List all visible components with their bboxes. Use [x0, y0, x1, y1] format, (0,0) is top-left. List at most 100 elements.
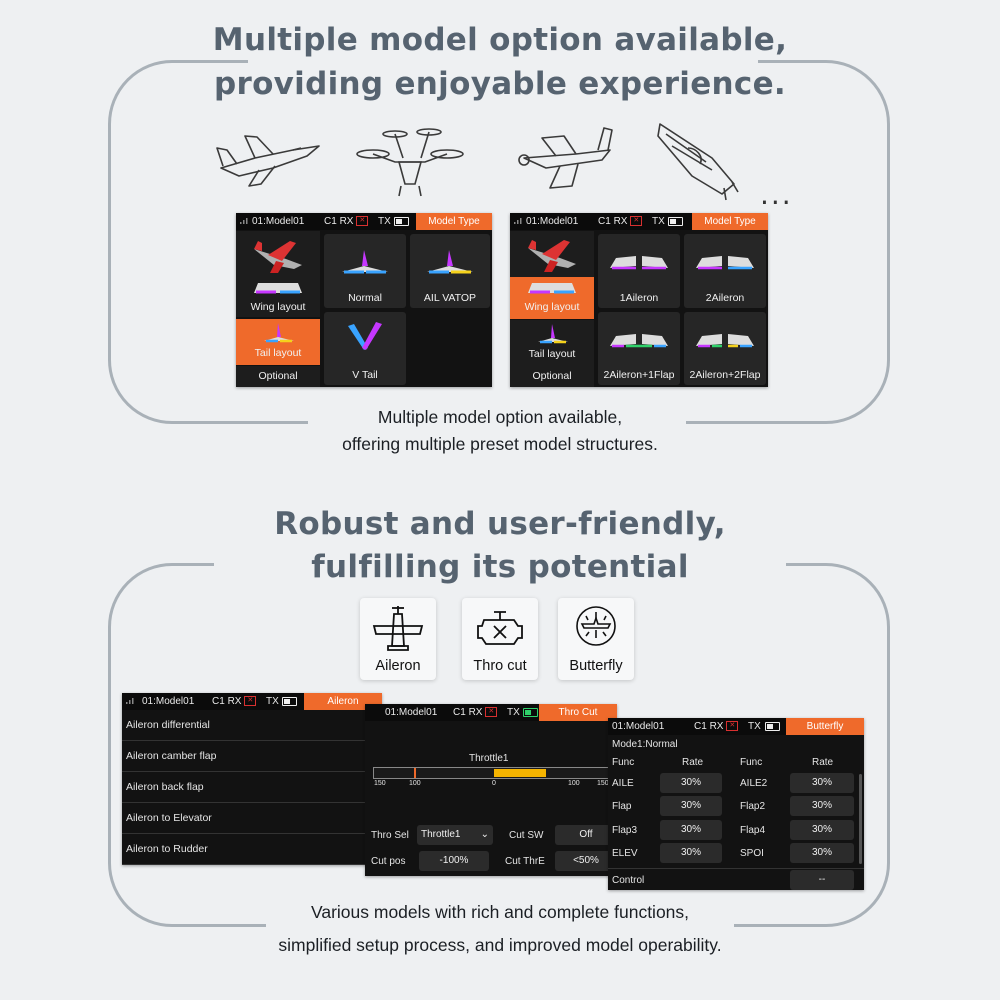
rate-field[interactable]: 30% [660, 773, 722, 793]
3d-plane-icon [518, 127, 613, 189]
boat-icon [657, 123, 739, 201]
section1-caption-1: Multiple model option available, [377, 407, 623, 427]
tick-label: 100 [568, 780, 580, 787]
rate-field[interactable]: 30% [790, 843, 854, 863]
tick-label: 100 [409, 780, 421, 787]
ail-vatop-tail-icon [427, 250, 473, 274]
tick-label: 150 [597, 780, 609, 787]
scrollbar[interactable] [859, 774, 862, 864]
cut-pos-value[interactable]: -100% [419, 851, 489, 871]
menu-item-aileron-back-flap[interactable]: Aileron back flap [122, 772, 382, 803]
jet-icon [216, 135, 320, 187]
wing-icon [528, 283, 576, 294]
func-label: AILE [612, 778, 634, 789]
section1-headline-1: Multiple model option available, [212, 22, 788, 58]
rate-field[interactable]: 30% [660, 820, 722, 840]
model-name: 01:Model01 [612, 721, 665, 732]
butterfly-screen: 01:Model01 C1 RX ✕ TX Butterfly Mode1:No… [608, 718, 864, 890]
wing-option-2aileron[interactable]: 2Aileron [684, 234, 766, 308]
v-tail-icon [348, 322, 382, 350]
model-type-screen-wing: 01:Model01 C1 RX ✕ TX Model Type Wing la… [510, 213, 768, 387]
rx-warning-icon: ✕ [726, 721, 739, 732]
cut-sw-label: Cut SW [509, 830, 544, 841]
tail-option-ail-vatop[interactable]: AIL VATOP [410, 234, 490, 308]
func-label: Flap4 [740, 825, 766, 836]
battery-icon [523, 708, 538, 717]
menu-item-aileron-to-rudder[interactable]: Aileron to Rudder [122, 834, 382, 865]
wing-icon [254, 283, 302, 294]
rate-field[interactable]: 30% [790, 820, 854, 840]
section2-headline-1: Robust and user-friendly, [274, 506, 726, 542]
menu-item-aileron-differential[interactable]: Aileron differential [122, 710, 382, 741]
butterfly-icon [576, 606, 616, 646]
func-label: SPOI [740, 848, 764, 859]
wing-option-1aileron[interactable]: 1Aileron [598, 234, 680, 308]
2aileron-2flap-wing-icon [696, 334, 754, 348]
throttle-bar-label: Throttle1 [469, 753, 509, 764]
divider [608, 868, 864, 869]
rx-warning-icon: ✕ [630, 216, 643, 227]
func-label: Flap [612, 801, 632, 812]
model-name: 01:Model01 [526, 216, 579, 227]
control-label: Control [612, 875, 645, 886]
wing-layout-tab-selected[interactable]: Wing layout [510, 277, 594, 319]
throttle-bar [373, 767, 611, 779]
thro-sel-label: Thro Sel [371, 830, 409, 841]
aileron-screen: 01:Model01 C1 RX ✕ TX Aileron Aileron di… [122, 693, 382, 865]
section2-caption-1: Various models with rich and complete fu… [310, 902, 690, 922]
2aileron-1flap-wing-icon [610, 334, 668, 348]
control-value[interactable]: -- [790, 870, 854, 890]
wing-option-2aileron-2flap[interactable]: 2Aileron+2Flap [684, 312, 766, 385]
more-models-indicator: ... [760, 178, 793, 211]
model-name: 01:Model01 [385, 707, 438, 718]
model-name: 01:Model01 [252, 216, 305, 227]
tail-icon [538, 324, 568, 344]
screen-title: Aileron [304, 693, 382, 710]
tick-label: 150 [374, 780, 386, 787]
screen-title: Thro Cut [539, 704, 617, 721]
tail-layout-tab[interactable]: Tail layout [236, 319, 320, 365]
cut-sw-value[interactable]: Off [555, 825, 617, 845]
func-label: Flap3 [612, 825, 638, 836]
model-type-screen-tail: 01:Model01 C1 RX ✕ TX Model Type Wing la… [236, 213, 492, 387]
rate-field[interactable]: 30% [790, 773, 854, 793]
thro-sel-dropdown[interactable]: Throttle1 ⌄ [417, 825, 493, 845]
tail-layout-tab[interactable]: Tail layout [510, 320, 594, 366]
wing-layout-tab[interactable] [510, 231, 594, 277]
optional-tab[interactable]: Optional [236, 366, 320, 387]
menu-item-aileron-camber-flap[interactable]: Aileron camber flap [122, 741, 382, 772]
cut-thre-value[interactable]: <50% [555, 851, 617, 871]
screen-title: Model Type [692, 213, 768, 230]
tail-option-normal[interactable]: Normal [324, 234, 406, 308]
thro-cut-screen: 01:Model01 C1 RX ✕ TX Thro Cut Throttle1… [365, 704, 617, 876]
tx-label: TX [378, 216, 391, 227]
optional-tab[interactable]: Optional [510, 366, 594, 387]
rx-warning-icon: ✕ [356, 216, 369, 227]
drone-icon [356, 128, 464, 197]
signal-icon [126, 698, 134, 704]
header-rate-2: Rate [812, 757, 834, 768]
header-rate-1: Rate [682, 757, 704, 768]
feature-butterfly: Butterfly [558, 598, 634, 680]
section2-headline-2: fulfilling its potential [311, 549, 689, 585]
screen-title: Model Type [416, 213, 492, 230]
section2-caption-2: simplified setup process, and improved m… [278, 935, 722, 955]
menu-item-aileron-to-elevator[interactable]: Aileron to Elevator [122, 803, 382, 834]
signal-icon [514, 218, 522, 224]
rate-field[interactable]: 30% [660, 843, 722, 863]
header-func-2: Func [740, 757, 763, 768]
throttle-fill [494, 769, 546, 777]
rx-warning-icon: ✕ [244, 696, 257, 707]
signal-icon [240, 218, 248, 224]
rate-field[interactable]: 30% [660, 796, 722, 816]
section1-frame [108, 60, 890, 424]
tx-label: TX [507, 707, 520, 718]
rate-field[interactable]: 30% [790, 796, 854, 816]
wing-layout-tab[interactable]: Wing layout [236, 231, 320, 317]
tx-label: TX [748, 721, 761, 732]
mode-label: Mode1:Normal [612, 739, 678, 750]
wing-option-2aileron-1flap[interactable]: 2Aileron+1Flap [598, 312, 680, 385]
header-func-1: Func [612, 757, 635, 768]
tail-option-v-tail[interactable]: V Tail [324, 312, 406, 385]
section1-caption-2: offering multiple preset model structure… [342, 434, 658, 454]
